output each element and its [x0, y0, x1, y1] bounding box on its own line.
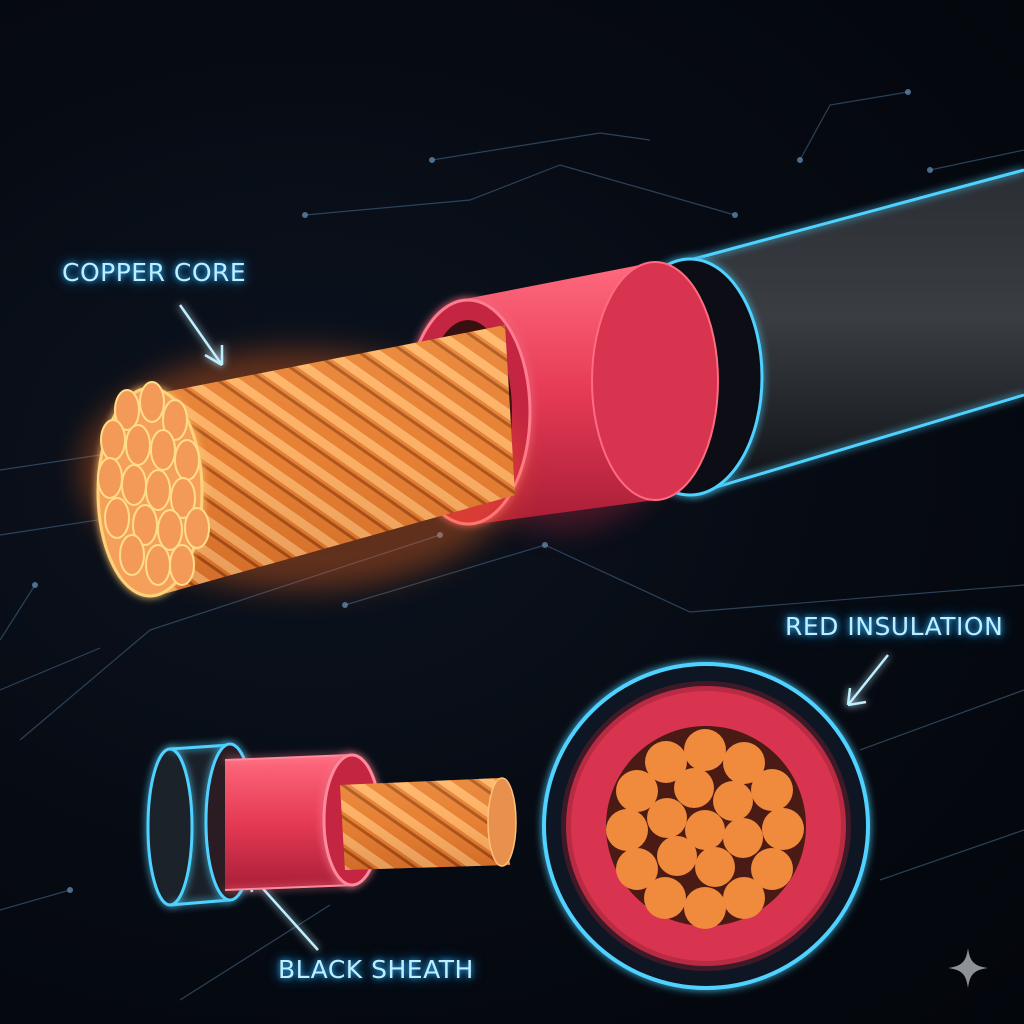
copper-core-label: COPPER CORE: [62, 258, 247, 287]
black-sheath-label: BLACK SHEATH: [278, 955, 474, 984]
small-cable: [146, 742, 517, 907]
main-cable: [80, 168, 1024, 598]
sparkle-icon: [948, 948, 988, 988]
cross-section: [542, 662, 870, 990]
circuit-lines: [0, 91, 1024, 1001]
red-insulation-label: RED INSULATION: [785, 612, 1004, 641]
